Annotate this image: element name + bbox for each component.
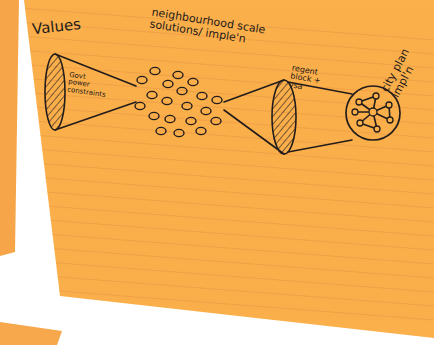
plan-circle-node: city plan impl'n (345, 85, 401, 141)
funnel-edge (55, 54, 136, 86)
node-note: Govt power constraints (67, 72, 104, 99)
hatched-opening (272, 80, 296, 154)
network-node (373, 93, 379, 99)
network-node (357, 120, 363, 126)
funnel-edge (288, 140, 352, 152)
other-note (0, 0, 19, 256)
other-note (0, 322, 62, 345)
network-node (374, 126, 380, 132)
network-node (352, 109, 358, 115)
funnel-node: regent block + vsa (220, 62, 320, 167)
network-node (369, 108, 377, 116)
idea-dots (135, 67, 222, 136)
hatched-opening (45, 54, 65, 130)
funnel-edge (55, 102, 136, 130)
node-heading: Values (31, 14, 112, 38)
network-node (387, 117, 393, 123)
network-node (356, 99, 362, 105)
funnel-node: ValuesGovt power constraints (28, 14, 138, 139)
network-node (386, 102, 392, 108)
ruled-lines (20, 8, 434, 320)
